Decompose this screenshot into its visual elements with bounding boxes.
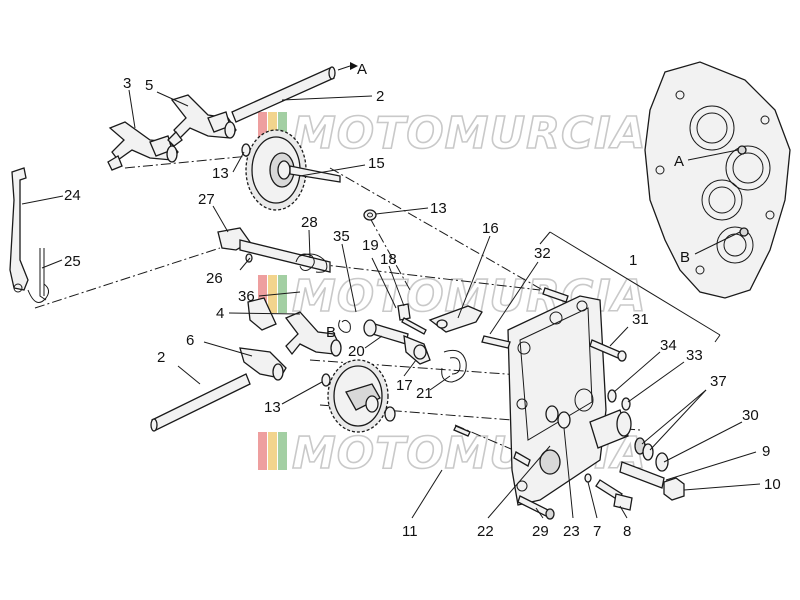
bolt-31: [589, 339, 627, 362]
washer-near-drum: [384, 406, 396, 422]
selector-drum-bottom: [327, 359, 389, 433]
washer-13-bottom: [321, 373, 331, 387]
callout-18: 18: [380, 251, 397, 268]
washer-23: [557, 411, 571, 429]
shift-fork-4: [284, 311, 342, 357]
shift-shaft-bottom: [150, 373, 251, 432]
callout-9: 9: [762, 443, 770, 460]
callout-labels: 3 5 2 13 15 24 27 13 25 28 35 19 16 18 3…: [64, 75, 781, 540]
pin-18-19: [397, 303, 427, 335]
callout-24: 24: [64, 187, 81, 204]
callout-29: 29: [532, 523, 549, 540]
callout-8: 8: [623, 523, 631, 540]
small-spring-35: [338, 319, 351, 333]
spring-clip: [9, 167, 50, 303]
shift-fork-5: [167, 94, 237, 147]
callout-36: 36: [238, 288, 255, 305]
callout-26: 26: [206, 270, 223, 287]
callout-13: 13: [430, 200, 447, 217]
assembly-axes: [34, 154, 641, 471]
callout-17: 17: [396, 377, 413, 394]
bolt-long-left: [481, 335, 511, 349]
callout-22: 22: [477, 523, 494, 540]
sensor-8: [595, 479, 633, 511]
callout-11: 11: [402, 523, 418, 540]
shift-fork-3: [107, 121, 179, 171]
callout-15: 15: [368, 155, 385, 172]
watermark-top: MOTOMURCIA: [258, 107, 647, 160]
callout-25: 25: [64, 253, 81, 270]
seals-37: [634, 437, 654, 461]
callout-6: 6: [186, 332, 194, 349]
shaft-20: [363, 319, 409, 345]
callout-30: 30: [742, 407, 759, 424]
bushing-drum: [589, 409, 632, 449]
callout-10: 10: [764, 476, 781, 493]
washer-30: [655, 452, 669, 472]
shaft-9: [619, 461, 665, 489]
callout-1: 1: [629, 252, 637, 269]
leader-lines: [21, 89, 761, 519]
callout-13: 13: [212, 165, 229, 182]
selector-shaft-27: [217, 227, 331, 273]
letter-b-housing: B: [680, 249, 690, 266]
callout-16: 16: [482, 220, 499, 237]
callout-2: 2: [157, 349, 165, 366]
watermark-stripe-red: [258, 432, 267, 470]
callout-37: 37: [710, 373, 727, 390]
bolt-29: [517, 495, 555, 520]
callout-35: 35: [333, 228, 350, 245]
washer-23b: [545, 405, 559, 423]
callout-5: 5: [145, 77, 153, 94]
callout-33: 33: [686, 347, 703, 364]
watermark-brand-text: MOTOMURCIA: [292, 108, 647, 159]
cover-plate: [507, 295, 607, 506]
callout-4: 4: [216, 305, 224, 322]
callout-13: 13: [264, 399, 281, 416]
engine-housing: [644, 61, 791, 299]
callout-27: 27: [198, 191, 215, 208]
selector-drum-top: [245, 129, 341, 211]
callout-20: 20: [348, 343, 365, 360]
letter-b-mid: B: [326, 324, 336, 341]
watermark-stripe-yellow: [268, 275, 277, 313]
watermark-stripe-red: [258, 112, 267, 150]
spring-28: [295, 253, 315, 271]
spring-21: [441, 349, 467, 383]
lever-16: [428, 305, 483, 333]
letter-a-arrow: A: [357, 61, 367, 78]
washer-7: [584, 473, 592, 483]
washer-13-middle: [363, 209, 377, 221]
bolt-22: [513, 451, 531, 467]
callout-3: 3: [123, 75, 131, 92]
callout-34: 34: [660, 337, 677, 354]
callout-28: 28: [301, 214, 318, 231]
callout-21: 21: [416, 385, 433, 402]
callout-32: 32: [534, 245, 551, 262]
callout-19: 19: [362, 237, 379, 254]
washer-33: [621, 397, 631, 411]
lever-17: [403, 334, 431, 365]
callout-23: 23: [563, 523, 580, 540]
letter-a-housing: A: [674, 153, 684, 170]
bolt-11: [453, 425, 471, 437]
callout-7: 7: [593, 523, 601, 540]
watermark-stripe-green: [278, 432, 287, 470]
shift-shaft-top: [231, 62, 358, 123]
nut-10: [663, 477, 685, 501]
watermark-stripe-yellow: [268, 432, 277, 470]
callout-2: 2: [376, 88, 384, 105]
callout-31: 31: [632, 311, 649, 328]
watermark-stripe-red: [258, 275, 267, 313]
washer-34: [607, 389, 617, 403]
